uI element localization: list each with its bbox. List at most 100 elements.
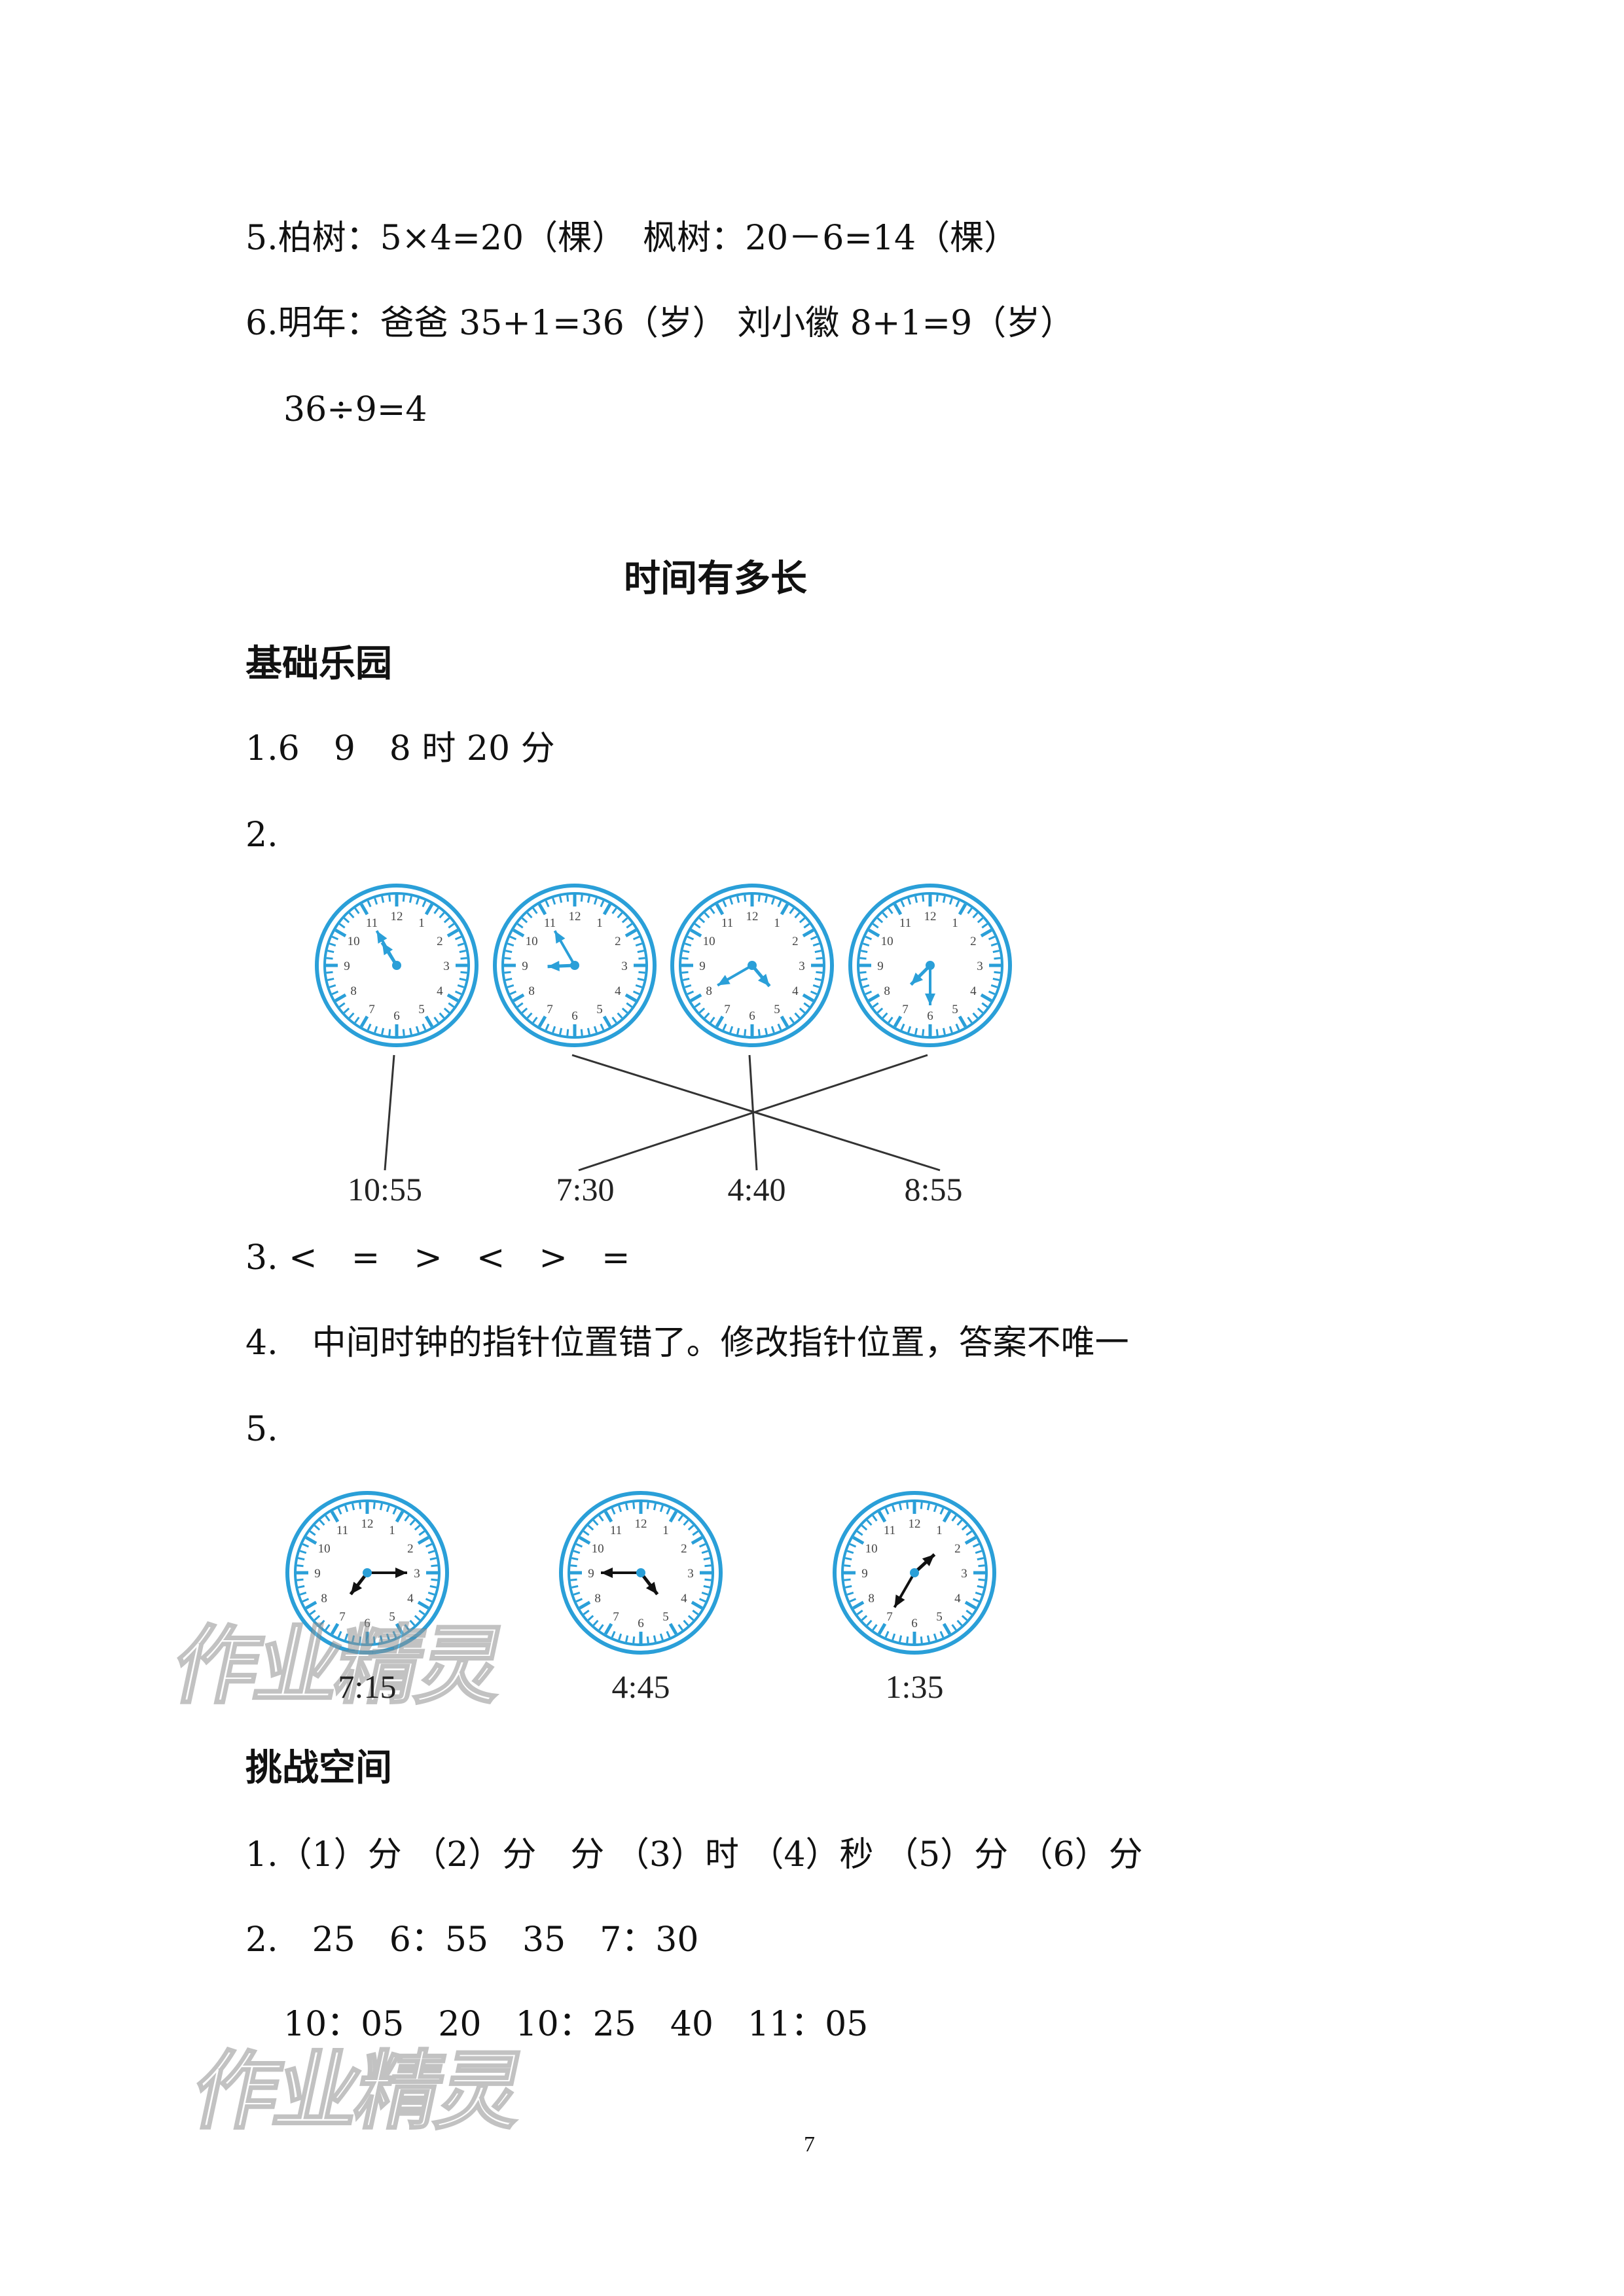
- clock-tick: [701, 1591, 709, 1596]
- clock-tick: [418, 1609, 425, 1615]
- clock-numeral: 10: [318, 1542, 331, 1556]
- clock-tick: [972, 912, 979, 919]
- clock-numeral: 4: [681, 1592, 687, 1605]
- clock-numeral: 9: [344, 960, 350, 973]
- clock-tick: [325, 1624, 331, 1631]
- clock-tick: [956, 1519, 963, 1526]
- clock-tick: [617, 1012, 623, 1019]
- clock-numeral: 12: [909, 1517, 921, 1531]
- clock-tick: [604, 1623, 613, 1635]
- clock-tick: [691, 1535, 703, 1545]
- clock-hand-arrow: [911, 972, 924, 985]
- clock-tick: [992, 950, 1000, 954]
- clock-tick: [579, 1535, 591, 1545]
- clock-tick: [625, 1635, 629, 1642]
- clock-tick: [849, 1543, 857, 1548]
- clock-numeral: 6: [638, 1617, 644, 1630]
- clock-tick: [866, 1619, 873, 1626]
- clock-numeral: 5: [418, 1003, 425, 1016]
- clock-tick: [579, 1600, 591, 1610]
- clock-tick: [408, 1028, 412, 1035]
- clock-numeral: 1: [774, 916, 780, 930]
- clock-tick: [789, 907, 795, 914]
- clock-tick: [343, 917, 350, 924]
- clock-tick: [681, 971, 689, 974]
- clock-inner-rim: [841, 1499, 988, 1646]
- clock-tick: [666, 1507, 671, 1515]
- clock-tick: [687, 1524, 695, 1531]
- clock-tick: [729, 897, 734, 905]
- clock-tick: [635, 984, 643, 988]
- clock-tick: [443, 917, 450, 924]
- clock-tick: [977, 917, 984, 924]
- clock-tick: [521, 1007, 528, 1014]
- clock-tick: [348, 1012, 355, 1019]
- clock-tick: [846, 1550, 854, 1554]
- clock-numeral: 4: [954, 1592, 961, 1605]
- clock-tick: [592, 1619, 599, 1626]
- clock-tick: [770, 1026, 775, 1033]
- clock-tick: [877, 1623, 887, 1635]
- clock-tick: [872, 923, 879, 929]
- clock-tick: [961, 1615, 968, 1621]
- clock-tick: [810, 990, 818, 996]
- clock-tick: [521, 917, 528, 924]
- clock-numeral: 12: [391, 910, 403, 924]
- clock-tick: [955, 900, 960, 908]
- clock-tick: [729, 1026, 734, 1033]
- clock-tick: [810, 935, 818, 941]
- section-heading-challenge: 挑战空间: [245, 1747, 392, 1789]
- clock-hand-arrow: [547, 961, 560, 972]
- time-label: 8:55: [904, 1171, 963, 1208]
- clock-tick: [780, 903, 789, 916]
- clock-tick: [374, 897, 378, 905]
- clock-tick: [348, 912, 355, 919]
- clock-tick: [900, 1023, 905, 1031]
- clock-tick: [600, 1023, 605, 1031]
- clock-tick: [698, 1007, 706, 1014]
- clock-numeral: 10: [703, 935, 715, 948]
- clock-tick: [906, 1502, 909, 1509]
- clock-tick: [427, 1550, 435, 1554]
- clock-numeral: 7: [547, 1003, 553, 1016]
- clock-numeral: 5: [952, 1003, 958, 1016]
- clock-tick: [359, 1502, 362, 1509]
- clock-tick: [914, 896, 918, 903]
- clock-tick: [624, 993, 637, 1003]
- clock-tick: [635, 942, 643, 947]
- clock-tick: [899, 1503, 903, 1511]
- clock-tick: [933, 1505, 937, 1513]
- clock-tick: [580, 1029, 583, 1036]
- clock-tick: [344, 1505, 349, 1513]
- clock-tick: [692, 1609, 699, 1615]
- clock-numeral: 5: [774, 1003, 780, 1016]
- clock-tick: [882, 1012, 888, 1019]
- clock-center: [363, 1568, 372, 1577]
- clock-tick: [314, 1615, 321, 1621]
- clock-inner-rim: [679, 892, 825, 1039]
- clock-tick: [922, 1029, 925, 1036]
- clock-tick: [427, 1591, 435, 1596]
- clock-tick: [505, 977, 513, 981]
- clock-tick: [653, 1503, 657, 1511]
- clock-tick: [992, 977, 1000, 981]
- clock-numeral: 5: [596, 1003, 603, 1016]
- page-number: 7: [804, 2132, 815, 2157]
- clock-tick: [646, 1636, 649, 1643]
- clock-numeral: 11: [610, 1524, 622, 1537]
- clock-tick: [429, 1557, 437, 1561]
- clock-tick: [425, 1543, 433, 1548]
- basic-answer-5: 5.: [245, 1410, 278, 1449]
- clock-tick: [926, 1503, 930, 1511]
- clock-tick: [715, 1015, 725, 1028]
- clock-tick: [402, 895, 405, 902]
- clock-tick: [505, 950, 513, 954]
- clock-tick: [448, 923, 455, 929]
- clock-tick: [352, 1503, 355, 1511]
- clock-tick: [457, 984, 465, 988]
- clock-numeral: 3: [621, 960, 628, 973]
- clock-tick: [659, 1633, 664, 1641]
- clock-tick: [388, 895, 391, 902]
- clock-tick: [327, 977, 334, 981]
- clock-tick: [942, 1028, 946, 1035]
